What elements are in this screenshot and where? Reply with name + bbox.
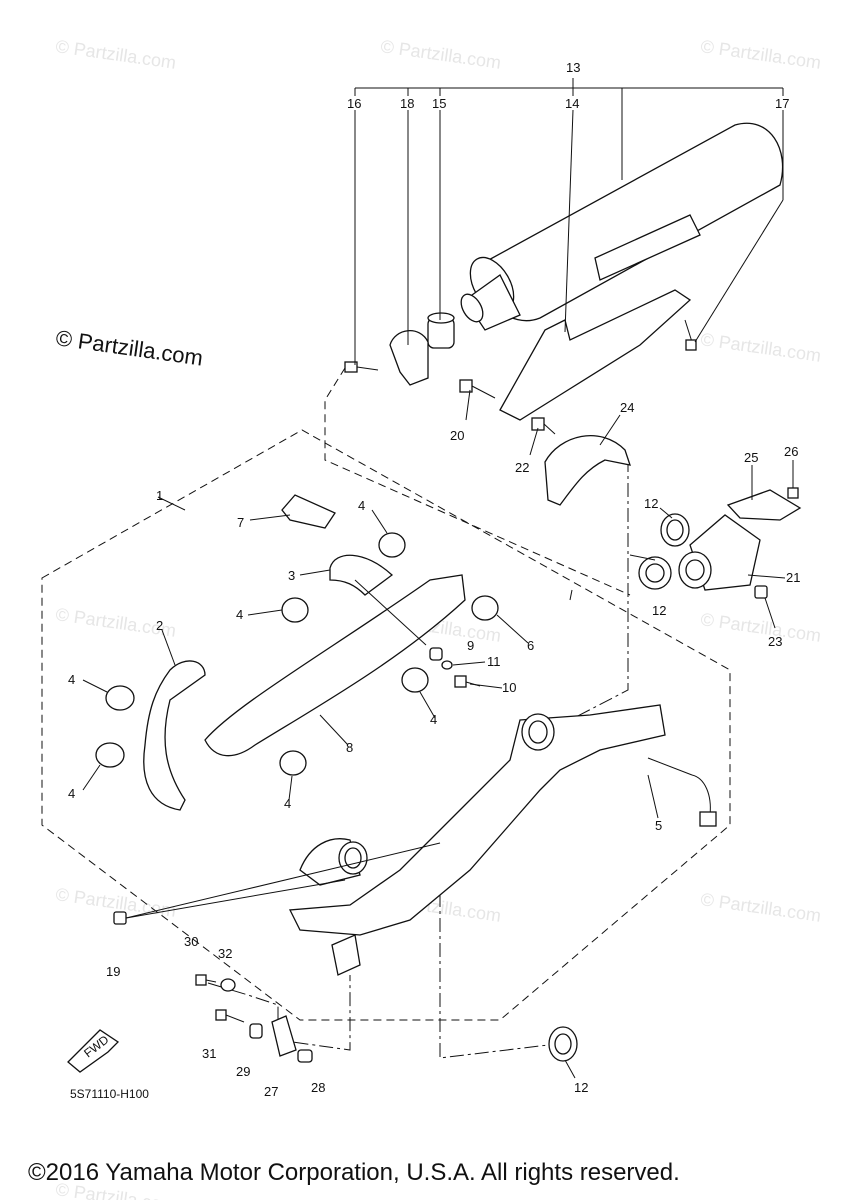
callout-26: 26: [784, 444, 798, 459]
muffler-bracket: [499, 289, 692, 421]
callout-25: 25: [744, 450, 758, 465]
callout-21: 21: [786, 570, 800, 585]
watermark: © Partzilla.com: [699, 329, 822, 366]
watermark: © Partzilla.com: [699, 889, 822, 926]
protector-7: [281, 494, 336, 529]
nut-19: [113, 911, 127, 925]
bolt-16: [344, 361, 379, 373]
watermark: © Partzilla.com: [699, 36, 822, 73]
screw-26: [787, 475, 799, 499]
collar-9: [429, 647, 443, 661]
exhaust-joint-21: [678, 514, 761, 591]
callout-4: 4: [284, 796, 291, 811]
callout-27: 27: [264, 1084, 278, 1099]
washer-11: [441, 660, 453, 670]
bolt-20: [459, 379, 496, 399]
callout-16: 16: [347, 96, 361, 111]
callout-20: 20: [450, 428, 464, 443]
callout-19: 19: [106, 964, 120, 979]
callout-2: 2: [156, 618, 163, 633]
callout-30: 30: [184, 934, 198, 949]
callout-4: 4: [236, 607, 243, 622]
bolt-17: [684, 319, 697, 351]
bolt-30: [195, 974, 217, 986]
heat-protector-24: [544, 435, 631, 506]
bolt-10: [454, 675, 481, 688]
watermark: © Partzilla.com: [54, 36, 177, 73]
callout-12: 12: [574, 1080, 588, 1095]
callout-numbers: 13 16 18 15 14 17 20 22 24 25 26 1 12 21…: [68, 60, 800, 1099]
callout-4: 4: [68, 786, 75, 801]
callout-23: 23: [768, 634, 782, 649]
nut-23: [754, 585, 768, 599]
clamps-4: [95, 532, 429, 776]
callout-1: 1: [156, 488, 163, 503]
callout-8: 8: [346, 740, 353, 755]
callout-12: 12: [652, 603, 666, 618]
callout-29: 29: [236, 1064, 250, 1079]
callout-24: 24: [620, 400, 634, 415]
callout-12: 12: [644, 496, 658, 511]
clamp-6: [471, 595, 499, 621]
callout-32: 32: [218, 946, 232, 961]
gasket-15: [427, 312, 455, 349]
callout-17: 17: [775, 96, 789, 111]
callout-13: 13: [566, 60, 580, 75]
callout-18: 18: [400, 96, 414, 111]
protector-2: [143, 660, 206, 811]
cover-25: [726, 489, 802, 521]
callout-7: 7: [237, 515, 244, 530]
exhaust-pipe: [288, 704, 666, 976]
dashed-leaders: [207, 367, 631, 1059]
callout-11: 11: [487, 654, 501, 669]
callout-4: 4: [68, 672, 75, 687]
bracket-27: [271, 1015, 297, 1057]
callout-22: 22: [515, 460, 529, 475]
protector-3: [329, 554, 394, 596]
o2-sensor-5: [647, 757, 717, 827]
callout-28: 28: [311, 1080, 325, 1095]
callout-15: 15: [432, 96, 446, 111]
washer-32: [220, 978, 236, 992]
callout-31: 31: [202, 1046, 216, 1061]
bolt-31: [215, 1009, 245, 1023]
diagram-code: 5S71110-H100: [70, 1087, 149, 1101]
fwd-arrow-icon: FWD: [67, 1029, 120, 1073]
copyright-notice: ©2016 Yamaha Motor Corporation, U.S.A. A…: [28, 1159, 680, 1186]
callout-4: 4: [430, 712, 437, 727]
collar-29: [249, 1023, 263, 1039]
callout-4: 4: [358, 498, 365, 513]
watermark: © Partzilla.com: [699, 609, 822, 646]
callout-6: 6: [527, 638, 534, 653]
callout-10: 10: [502, 680, 516, 695]
assembly-1-boundary: [41, 429, 731, 1021]
callout-5: 5: [655, 818, 662, 833]
clamp-18: [389, 330, 429, 386]
callout-14: 14: [565, 96, 579, 111]
callout-9: 9: [467, 638, 474, 653]
muffler: [460, 122, 784, 331]
callout-leaders: [82, 78, 794, 1079]
bolt-22: [531, 417, 556, 435]
watermark: © Partzilla.com: [379, 36, 502, 73]
damper-28: [297, 1049, 313, 1063]
callout-3: 3: [288, 568, 295, 583]
brand-mark: © Partzilla.com: [54, 325, 204, 370]
protector-8: [204, 574, 466, 757]
